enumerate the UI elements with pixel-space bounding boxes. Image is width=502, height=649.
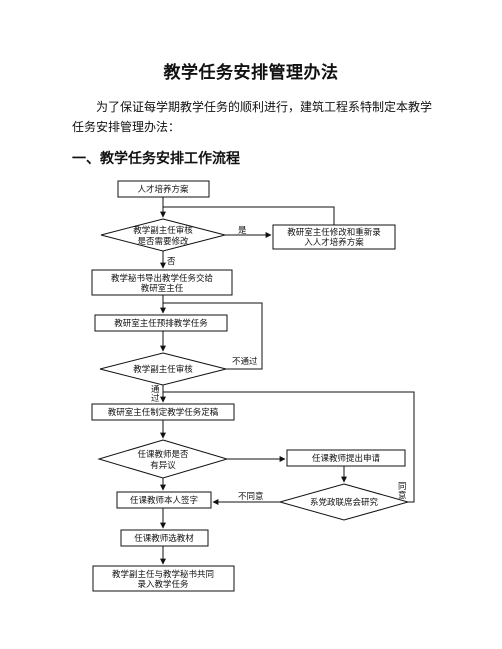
node-finalize-text: 教研室主任制定教学任务定稿	[108, 407, 219, 418]
node-enter-tasks-text-1: 教学副主任与教学秘书共同	[112, 569, 214, 580]
label-agree-2: 意	[398, 490, 407, 501]
node-revise-plan-text-1: 教研室主任修改和重新录	[287, 227, 381, 238]
label-no: 否	[167, 257, 176, 267]
label-agree-1: 同	[398, 482, 407, 492]
section-heading: 一、教学任务安排工作流程	[72, 151, 240, 167]
node-sign	[116, 491, 212, 509]
node-revise-plan-text-2: 入人才培养方案	[304, 237, 364, 248]
node-sign-text: 任课教师本人签字	[130, 495, 198, 506]
decision-review-modify-text-1: 教学副主任审核	[133, 225, 193, 236]
node-export-tasks	[91, 269, 233, 296]
document-title: 教学任务安排管理办法	[163, 63, 339, 83]
node-pre-arrange	[94, 314, 228, 332]
node-select-material-text: 任课教师选教材	[134, 533, 194, 544]
decision-objection-text-2: 有异议	[150, 460, 176, 471]
intro-paragraph: 为了保证每学期教学任务的顺利进行，建筑工程系特制定本教学任务安排管理办法：	[72, 100, 433, 134]
node-enter-tasks	[92, 565, 235, 592]
label-yes: 是	[238, 226, 247, 236]
node-pre-arrange-text: 教研室主任预排教学任务	[114, 318, 208, 329]
node-enter-tasks-text-2: 录入教学任务	[137, 579, 189, 590]
label-pass-2: 过	[151, 393, 160, 404]
node-apply	[286, 449, 406, 467]
label-pass-1: 通	[151, 384, 160, 395]
node-export-tasks-text-2: 教研室主任	[141, 283, 184, 294]
decision-review-modify-text-2: 是否需要修改	[137, 236, 189, 247]
decision-joint-meeting	[278, 483, 410, 521]
node-export-tasks-text-1: 教学秘书导出教学任务交给	[111, 273, 214, 284]
label-disagree: 不同意	[238, 491, 264, 502]
decision-objection-text-1: 任课教师是否	[137, 449, 189, 460]
node-apply-text: 任课教师提出申请	[312, 453, 381, 464]
node-select-material	[120, 529, 209, 547]
decision-joint-meeting-text: 系党政联席会研究	[310, 497, 379, 508]
node-revise-plan	[272, 224, 396, 250]
label-fail: 不通过	[232, 356, 258, 367]
node-talent-plan-text: 人才培养方案	[137, 184, 189, 195]
decision-review-2-text: 教学副主任审核	[133, 364, 193, 375]
